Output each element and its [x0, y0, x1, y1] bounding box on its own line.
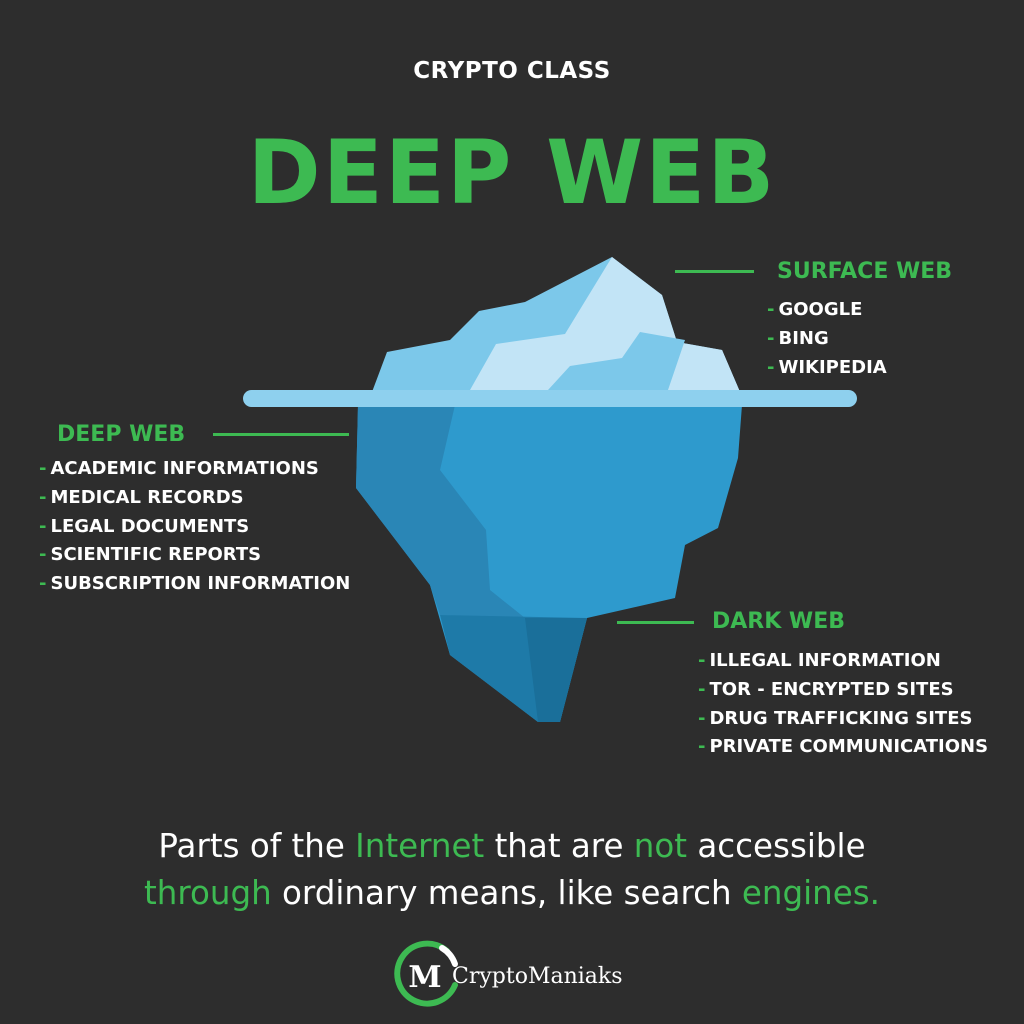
bullet-dash: - [39, 544, 47, 566]
list-item-label: LEGAL DOCUMENTS [50, 515, 250, 537]
iceberg-body-shadow-left [356, 405, 525, 618]
deep-web-title: DEEP WEB [57, 422, 186, 447]
bullet-dash: - [39, 515, 47, 537]
cryptomaniaks-logo: M CryptoManiaks [394, 940, 623, 1007]
bullet-dash: - [698, 707, 706, 729]
iceberg-tip-shadow-right [668, 350, 740, 392]
tagline-line-1: Parts of the Internet that are not acces… [0, 823, 1024, 869]
iceberg-bottom-facet [525, 618, 587, 722]
list-item: -BING [767, 325, 887, 354]
list-item-label: ILLEGAL INFORMATION [709, 650, 941, 671]
logo-ring-icon [394, 940, 458, 1007]
list-item: -ILLEGAL INFORMATION [698, 647, 988, 676]
tagline-text: accessible [687, 827, 866, 865]
list-item: -PRIVATE COMMUNICATIONS [698, 733, 988, 762]
list-item-label: DRUG TRAFFICKING SITES [709, 707, 973, 729]
list-item: -MEDICAL RECORDS [39, 484, 350, 513]
waterline [243, 390, 857, 407]
list-item-label: BING [778, 327, 829, 349]
tagline-highlight: engines. [741, 874, 880, 912]
bullet-dash: - [39, 573, 47, 595]
bullet-dash: - [698, 650, 706, 671]
tagline-line-2: through ordinary means, like search engi… [0, 870, 1024, 916]
dark-web-title: DARK WEB [712, 609, 845, 634]
page-title: DEEP WEB [247, 121, 777, 224]
list-item-label: WIKIPEDIA [778, 356, 887, 378]
bullet-dash: - [767, 299, 775, 320]
list-item-label: SCIENTIFIC REPORTS [50, 544, 262, 566]
list-item: -DRUG TRAFFICKING SITES [698, 705, 988, 734]
deep-web-list: -ACADEMIC INFORMATIONS -MEDICAL RECORDS … [39, 455, 350, 599]
list-item: -WIKIPEDIA [767, 354, 887, 383]
list-item-label: TOR - ENCRYPTED SITES [709, 678, 954, 700]
dark-web-list: -ILLEGAL INFORMATION -TOR - ENCRYPTED SI… [698, 647, 988, 762]
list-item: -SCIENTIFIC REPORTS [39, 541, 350, 570]
surface-web-connector [675, 270, 754, 273]
logo-ring-accent [439, 945, 458, 967]
iceberg-tip-shadow [548, 332, 685, 390]
surface-web-title: SURFACE WEB [777, 259, 953, 284]
bullet-dash: - [698, 678, 706, 700]
bullet-dash: - [767, 356, 775, 378]
list-item-label: SUBSCRIPTION INFORMATION [50, 573, 351, 595]
surface-web-list: -GOOGLE -BING -WIKIPEDIA [767, 296, 887, 382]
tagline-text: Parts of the [158, 827, 356, 865]
list-item-label: PRIVATE COMMUNICATIONS [709, 736, 989, 758]
list-item-label: MEDICAL RECORDS [50, 486, 244, 508]
list-item: -SUBSCRIPTION INFORMATION [39, 570, 350, 599]
list-item: -LEGAL DOCUMENTS [39, 513, 350, 542]
bullet-dash: - [39, 458, 47, 479]
list-item: -GOOGLE [767, 296, 887, 325]
tagline-text: that are [484, 827, 634, 865]
logo-name: CryptoManiaks [452, 964, 623, 989]
list-item-label: ACADEMIC INFORMATIONS [50, 458, 319, 479]
tagline-text: ordinary means, like search [271, 874, 742, 912]
tagline-highlight: not [633, 827, 688, 865]
bullet-dash: - [39, 486, 47, 508]
bullet-dash: - [767, 327, 775, 349]
kicker-title: CRYPTO CLASS [413, 58, 611, 84]
bullet-dash: - [698, 736, 706, 758]
tagline-highlight: Internet [355, 827, 485, 865]
list-item: -ACADEMIC INFORMATIONS [39, 455, 350, 484]
dark-web-connector [617, 621, 694, 624]
deep-web-connector [213, 433, 349, 436]
list-item-label: GOOGLE [778, 299, 863, 320]
logo-mark: M [408, 960, 441, 995]
list-item: -TOR - ENCRYPTED SITES [698, 676, 988, 705]
tagline-highlight: through [143, 874, 272, 912]
